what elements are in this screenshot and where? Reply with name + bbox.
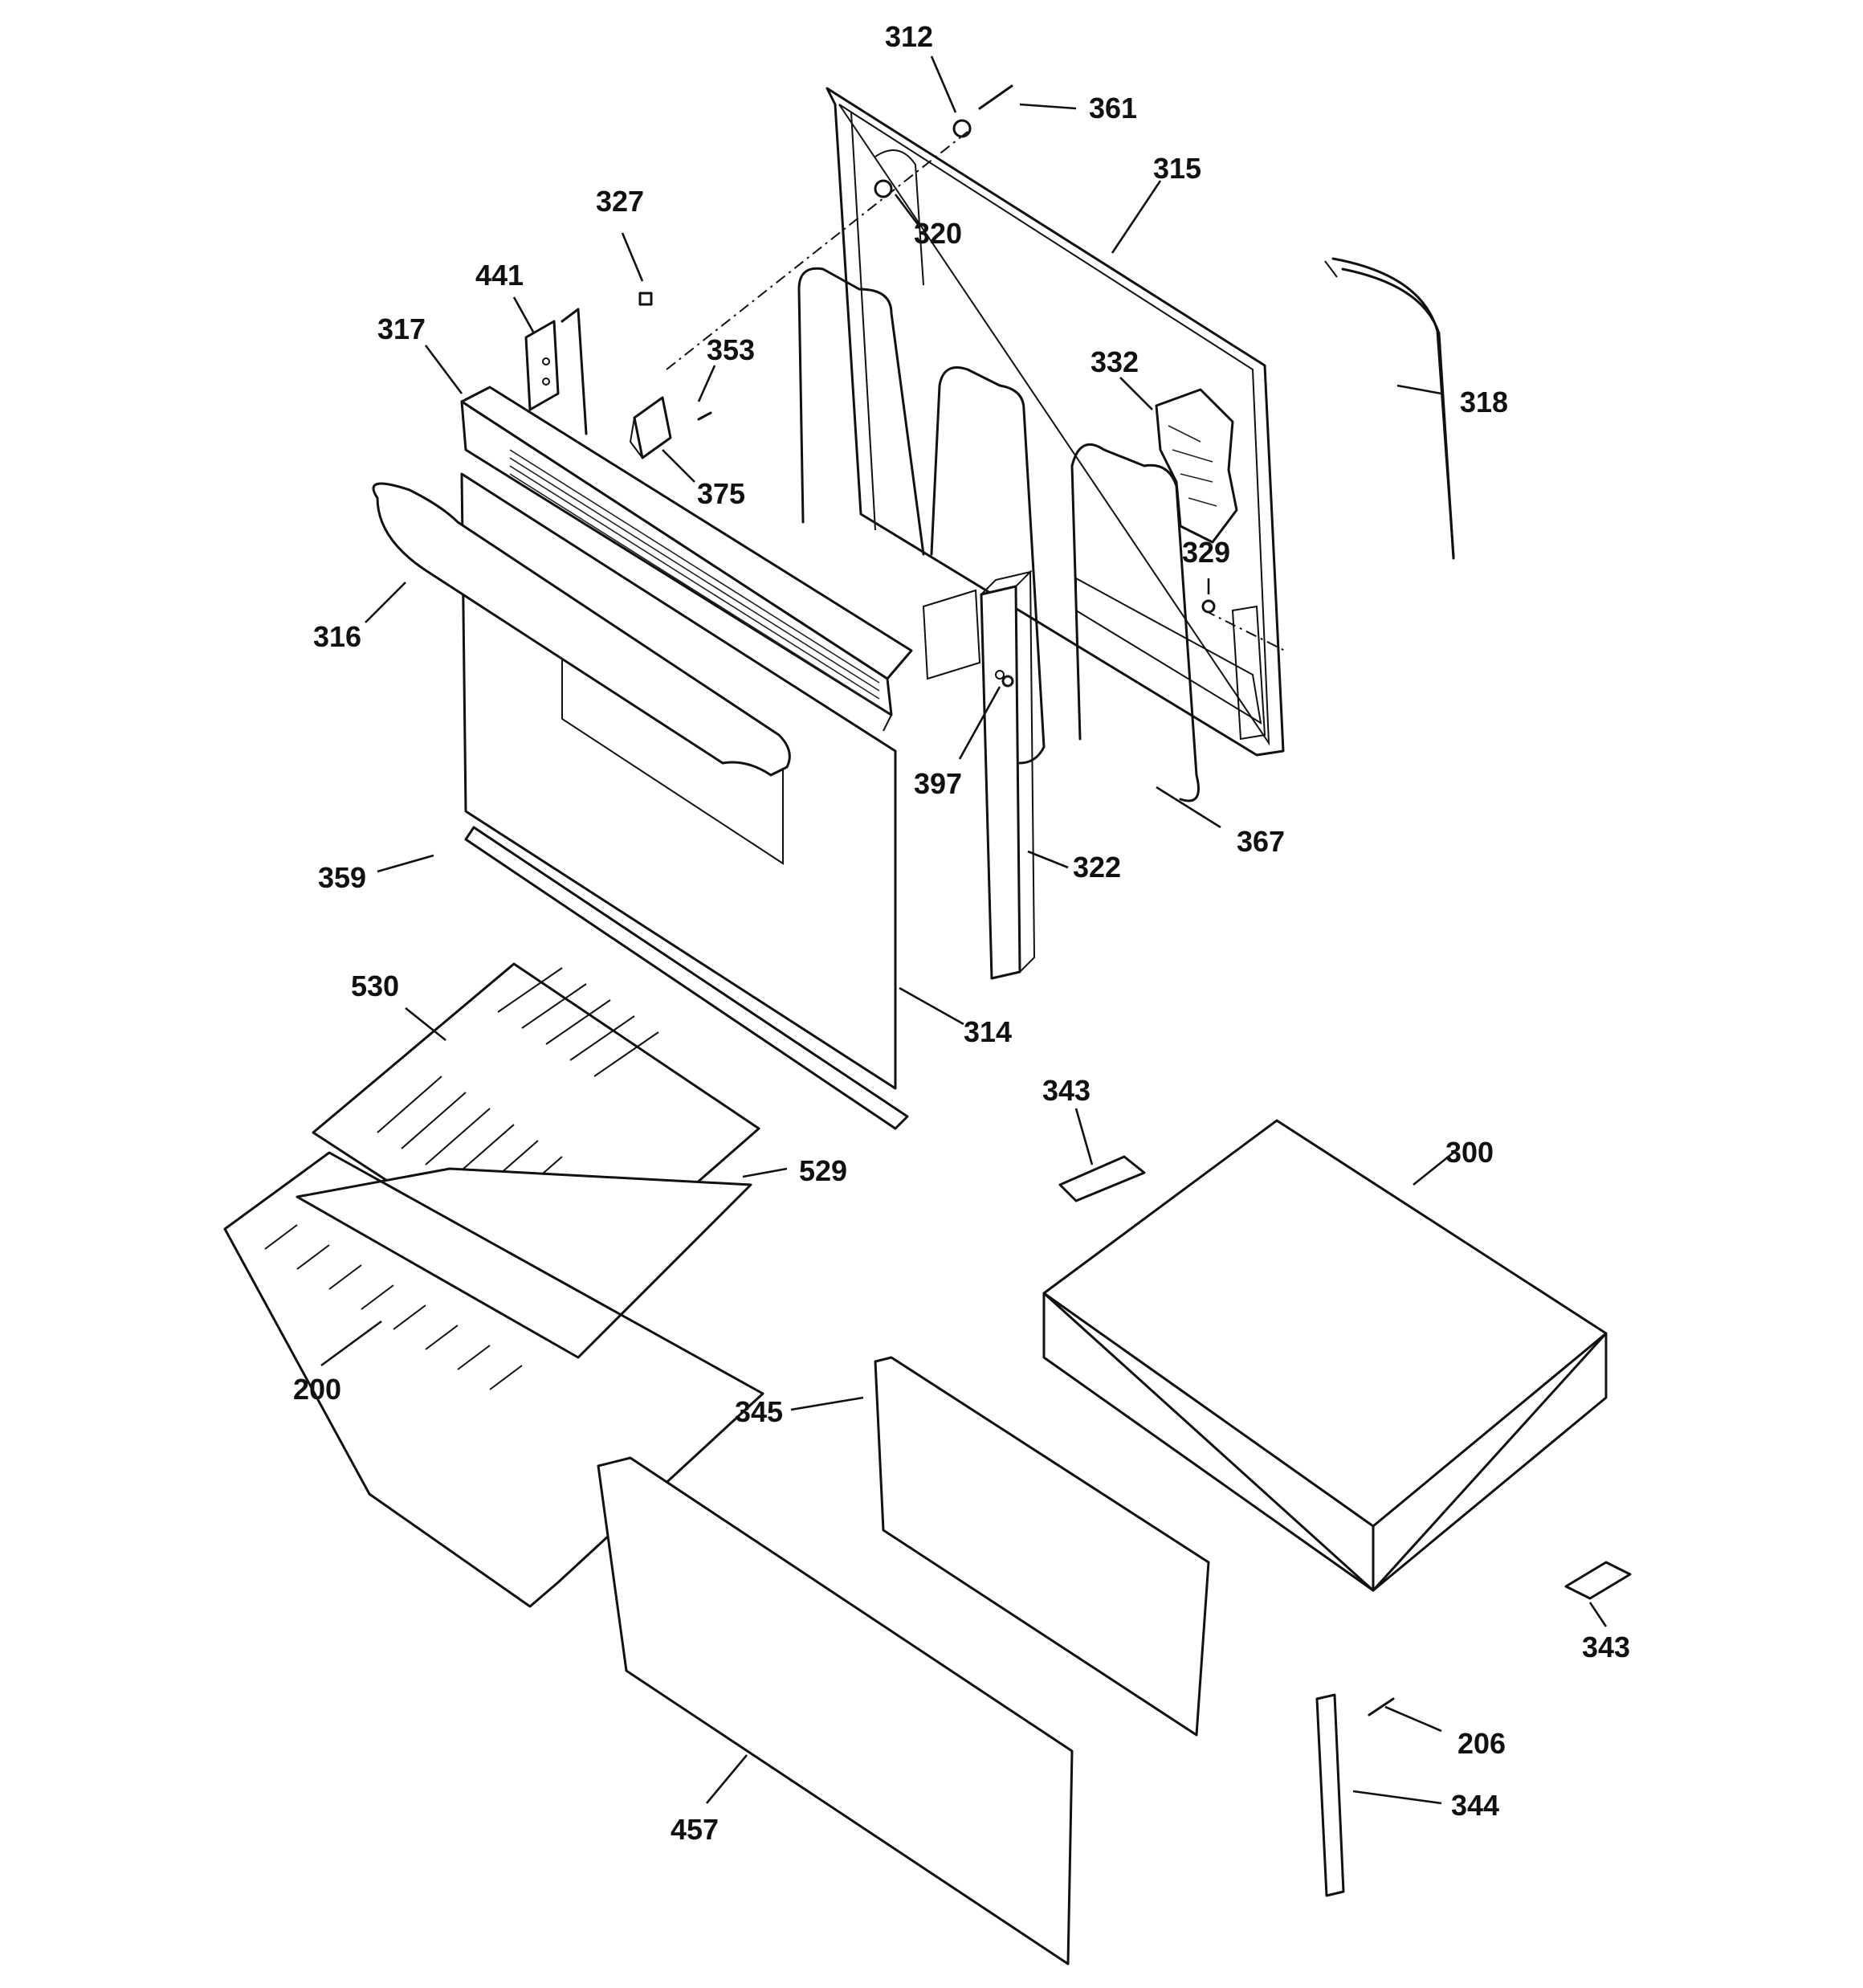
callout-332: 332 <box>1090 345 1139 378</box>
broiler-pan <box>296 1167 752 1359</box>
callout-200: 200 <box>293 1373 341 1406</box>
clip-327 <box>638 292 653 306</box>
callout-labels: 312 361 315 320 327 441 353 317 332 318 … <box>293 20 1630 1846</box>
screw-361 <box>978 84 1013 110</box>
callout-359: 359 <box>318 861 366 894</box>
callout-457: 457 <box>671 1813 719 1846</box>
callout-530: 530 <box>351 970 399 1002</box>
callout-300: 300 <box>1445 1136 1494 1169</box>
callout-322: 322 <box>1073 851 1121 884</box>
callout-375: 375 <box>697 477 745 510</box>
callout-318: 318 <box>1460 386 1508 418</box>
drawer-slide <box>1315 1693 1345 1897</box>
door-inner-panel <box>826 87 1285 757</box>
callout-320: 320 <box>914 217 962 250</box>
callout-312: 312 <box>885 20 933 53</box>
door-gasket <box>1324 257 1455 560</box>
door-vent-trim <box>460 386 913 732</box>
drawer-liner <box>874 1356 1210 1737</box>
callout-316: 316 <box>313 620 361 653</box>
assembly-line-upper <box>666 128 972 370</box>
bushing-320 <box>874 179 893 198</box>
oven-rack <box>223 1151 764 1608</box>
callout-367: 367 <box>1237 825 1285 858</box>
callout-327: 327 <box>596 185 644 218</box>
callout-315: 315 <box>1153 152 1201 185</box>
callout-345: 345 <box>735 1395 783 1428</box>
storage-drawer <box>1042 1119 1608 1592</box>
callout-361: 361 <box>1089 92 1137 125</box>
door-bracket <box>524 308 588 435</box>
callout-529: 529 <box>799 1154 847 1187</box>
door-springs <box>797 267 1200 802</box>
callout-314: 314 <box>964 1015 1012 1048</box>
callout-353: 353 <box>707 333 755 366</box>
nut-312 <box>952 119 972 138</box>
drawer-front-panel <box>597 1456 1074 1966</box>
callout-397: 397 <box>914 767 962 800</box>
screw-397 <box>1001 675 1014 688</box>
callout-344: 344 <box>1451 1789 1499 1822</box>
drawer-slide-bracket-right <box>1564 1561 1632 1600</box>
callout-441: 441 <box>475 259 524 292</box>
latch-bracket <box>629 396 672 459</box>
callout-343-top: 343 <box>1042 1074 1090 1107</box>
door-handle <box>372 482 791 777</box>
drawer-slide-bracket-left <box>1058 1155 1146 1202</box>
callout-206: 206 <box>1457 1727 1506 1760</box>
screw-206 <box>1368 1697 1395 1717</box>
door-insulation <box>1155 388 1238 544</box>
callout-329: 329 <box>1182 536 1230 569</box>
grid-slots <box>377 967 659 1214</box>
assembly-line-right <box>1204 610 1286 651</box>
door-bottom-channel <box>464 826 909 1130</box>
callout-343-bottom: 343 <box>1582 1631 1630 1663</box>
screw-353 <box>697 411 712 421</box>
leader-lines <box>320 55 1608 1805</box>
callout-317: 317 <box>377 312 426 345</box>
